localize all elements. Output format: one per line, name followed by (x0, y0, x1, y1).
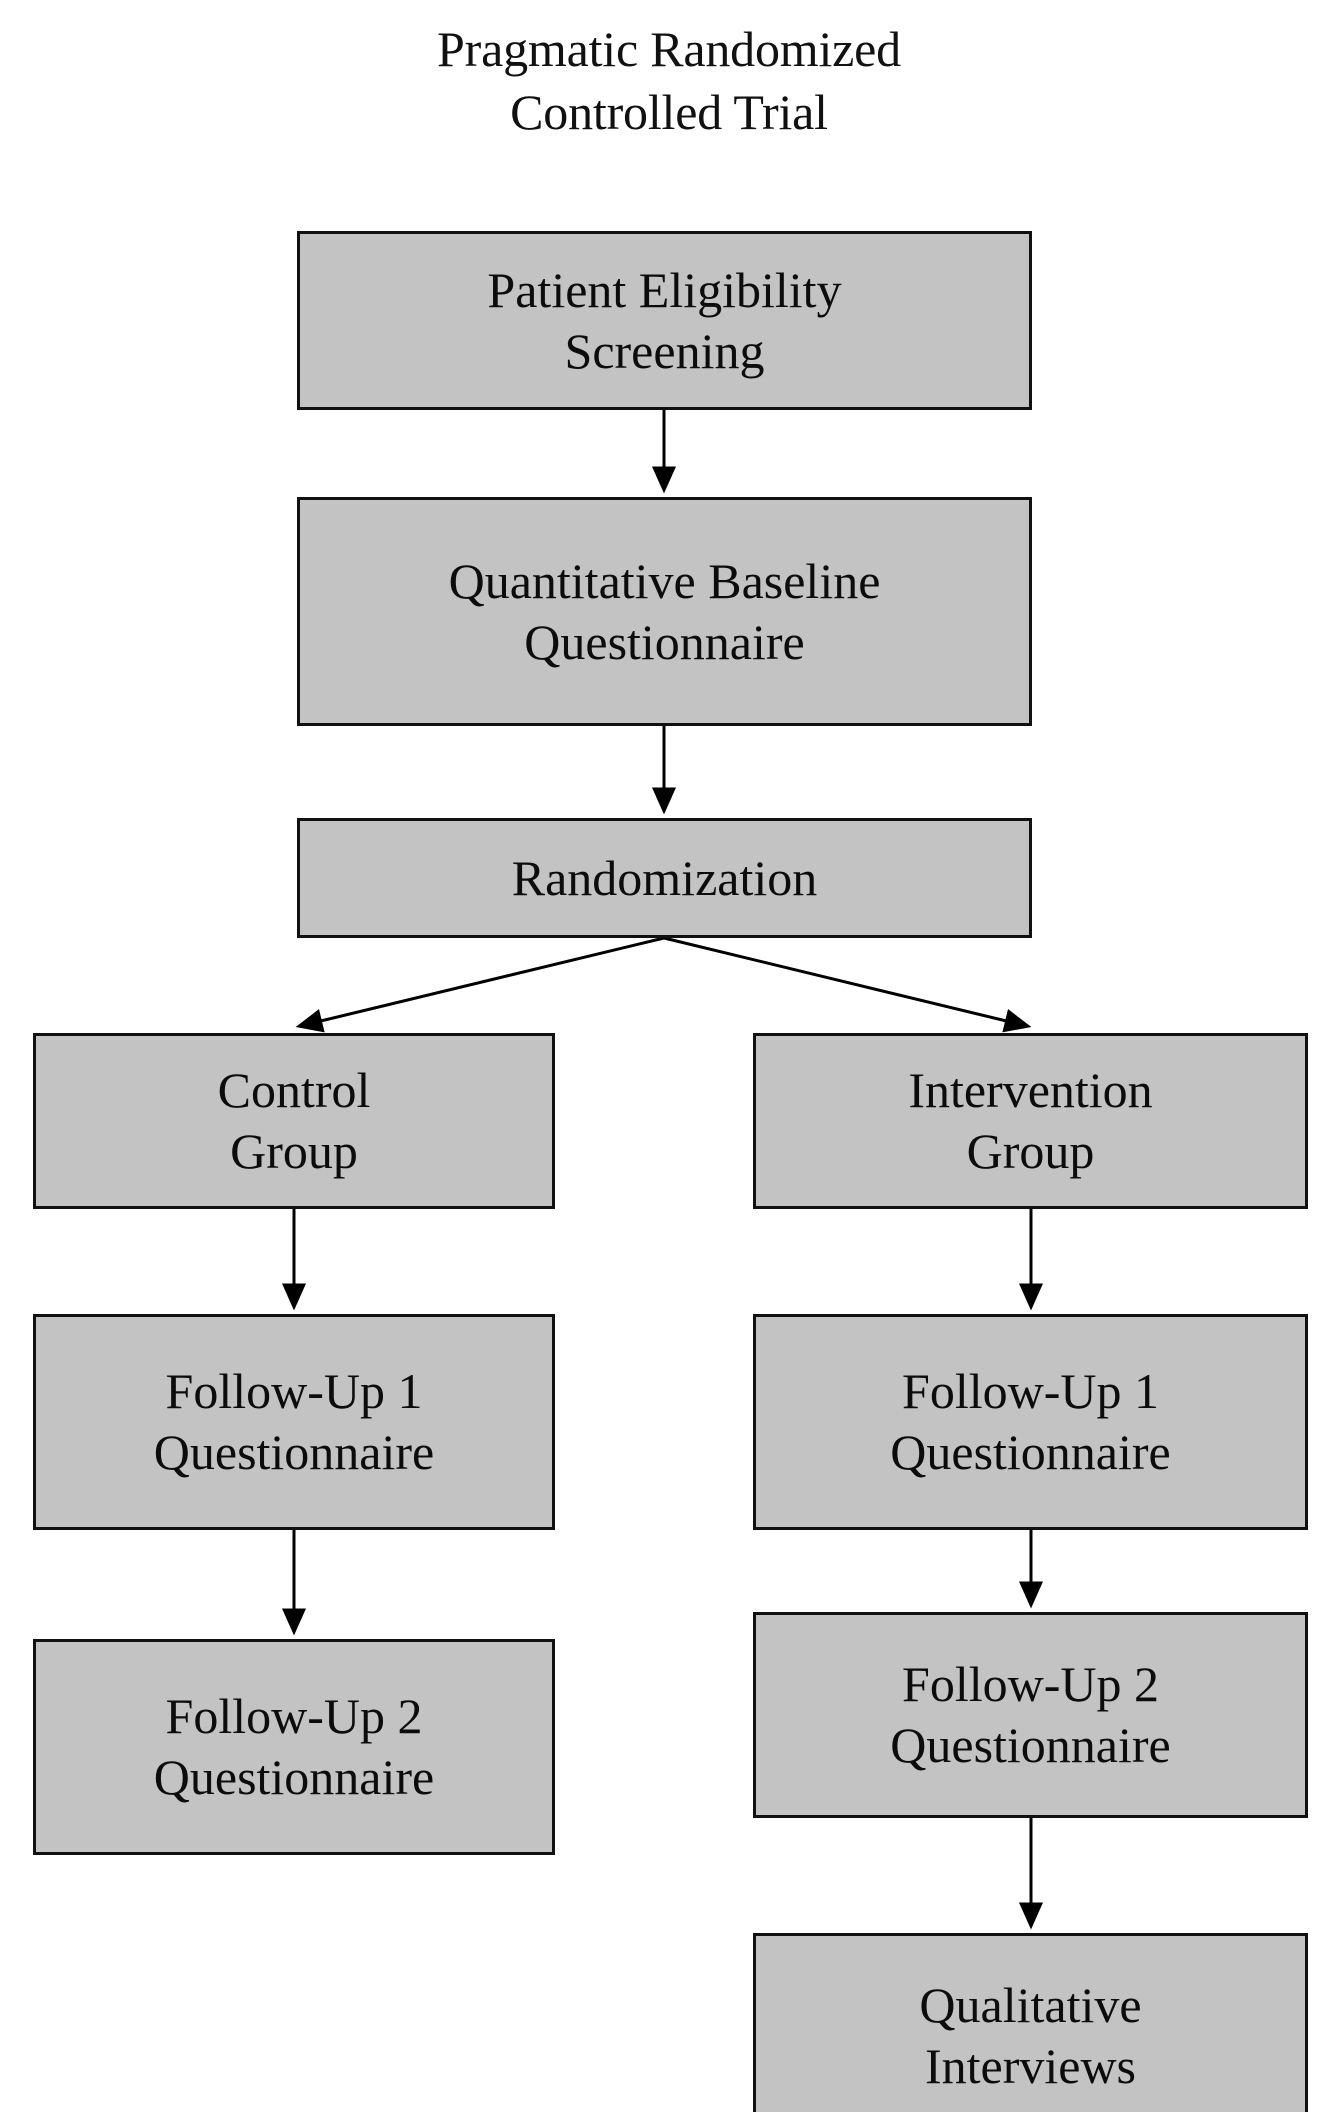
figure-title: Pragmatic Randomized Controlled Trial (437, 21, 901, 140)
node-control-follow-up-1-questionnaire: Follow-Up 1 Questionnaire (33, 1314, 555, 1530)
edge-randomization-to-intervention (663, 936, 1032, 1033)
node-control-follow-up-2-questionnaire: Follow-Up 2 Questionnaire (33, 1639, 555, 1855)
edge-randomization-to-control (295, 936, 665, 1033)
node-quantitative-baseline-questionnaire: Quantitative Baseline Questionnaire (297, 497, 1032, 726)
node-qualitative-interviews: Qualitative Interviews (753, 1933, 1308, 2112)
node-randomization: Randomization (297, 818, 1032, 938)
node-intervention-group: Intervention Group (753, 1033, 1308, 1209)
node-patient-eligibility-screening: Patient Eligibility Screening (297, 231, 1032, 410)
node-intervention-follow-up-1-questionnaire: Follow-Up 1 Questionnaire (753, 1314, 1308, 1530)
node-control-group: Control Group (33, 1033, 555, 1209)
node-intervention-follow-up-2-questionnaire: Follow-Up 2 Questionnaire (753, 1612, 1308, 1818)
